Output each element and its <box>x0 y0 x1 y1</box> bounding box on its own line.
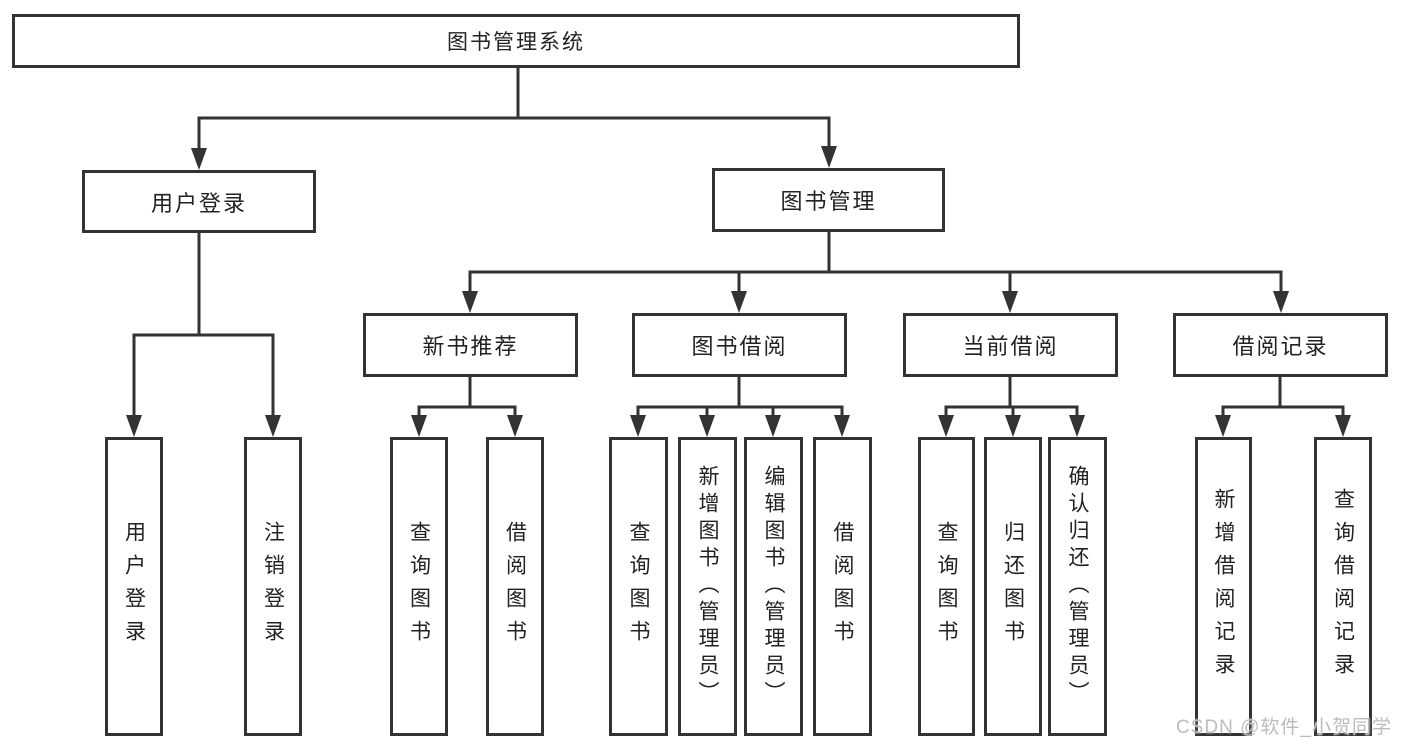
node-label: 用户登录 <box>122 520 146 653</box>
node-label: 确认归还（管理员） <box>1066 465 1089 708</box>
node-add-borrow-record: 新增借阅记录 <box>1195 437 1252 736</box>
node-label: 查询图书 <box>935 520 958 653</box>
node-label: 新书推荐 <box>422 334 519 359</box>
node-root: 图书管理系统 <box>12 14 1020 68</box>
node-confirm-return: 确认归还（管理员） <box>1048 437 1107 736</box>
node-book-mgmt: 图书管理 <box>712 168 945 232</box>
node-label: 编辑图书（管理员） <box>762 465 785 708</box>
node-current-borrow: 当前借阅 <box>903 313 1118 377</box>
node-label: 借阅图书 <box>831 520 854 653</box>
node-borrow-book: 借阅图书 <box>813 437 872 736</box>
node-label: 注销登录 <box>261 520 285 653</box>
node-label: 借阅图书 <box>503 520 527 653</box>
node-query-book-rec: 查询图书 <box>390 437 448 736</box>
node-label: 当前借阅 <box>962 334 1059 359</box>
node-query-book-borrow: 查询图书 <box>609 437 668 736</box>
node-query-book-current: 查询图书 <box>918 437 975 736</box>
node-label: 图书管理 <box>780 189 877 214</box>
node-user-login: 用户登录 <box>82 170 316 233</box>
node-label: 用户登录 <box>150 190 247 216</box>
node-label: 新增图书（管理员） <box>696 465 719 708</box>
node-label: 图书借阅 <box>691 334 788 359</box>
node-logout-leaf: 注销登录 <box>244 437 302 736</box>
node-add-book: 新增图书（管理员） <box>678 437 737 736</box>
node-user-login-leaf: 用户登录 <box>105 437 163 736</box>
node-query-borrow-record: 查询借阅记录 <box>1314 437 1372 736</box>
node-return-book: 归还图书 <box>984 437 1042 736</box>
node-label: 查询借阅记录 <box>1331 487 1355 686</box>
node-label: 图书管理系统 <box>447 31 585 54</box>
node-label: 归还图书 <box>1001 520 1025 653</box>
node-new-book-rec: 新书推荐 <box>363 313 578 377</box>
node-borrow-book-rec: 借阅图书 <box>486 437 544 736</box>
node-label: 查询图书 <box>627 520 650 653</box>
node-book-borrow: 图书借阅 <box>632 313 847 377</box>
watermark: CSDN @软件_小贺同学 <box>1176 717 1392 738</box>
node-edit-book: 编辑图书（管理员） <box>744 437 803 736</box>
node-label: 借阅记录 <box>1232 334 1329 359</box>
node-label: 查询图书 <box>407 520 431 653</box>
node-borrow-record: 借阅记录 <box>1173 313 1388 377</box>
node-label: 新增借阅记录 <box>1212 487 1235 686</box>
